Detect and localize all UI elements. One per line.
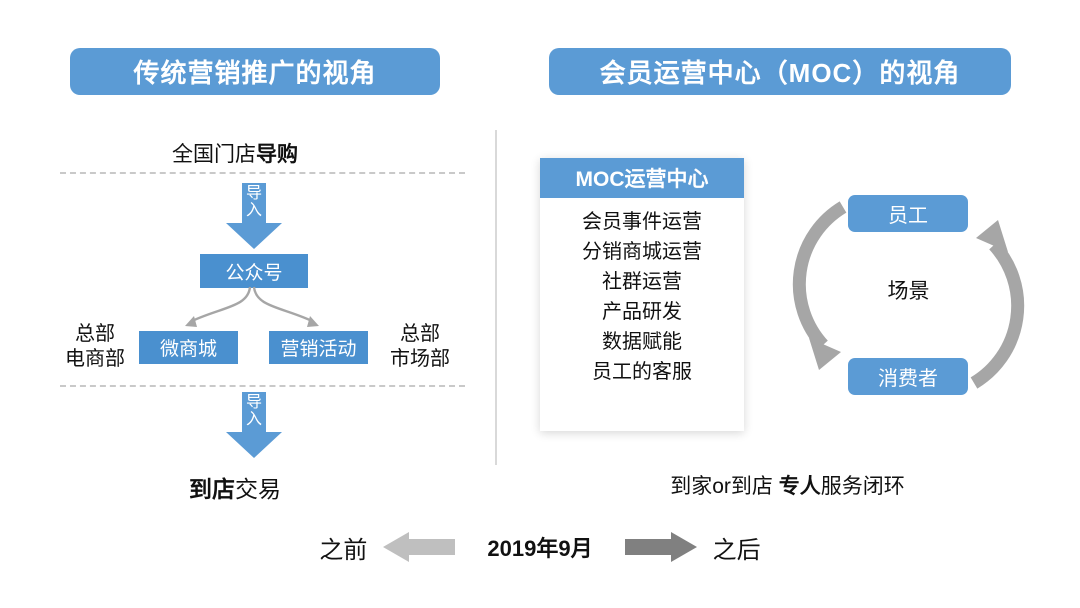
timeline-arrow-right-icon bbox=[624, 532, 697, 562]
cycle-node-staff-label: 员工 bbox=[888, 205, 928, 227]
list-item: 数据赋能 bbox=[602, 331, 682, 353]
list-item: 会员事件运营 bbox=[582, 211, 702, 233]
cycle-node-consumer-label: 消费者 bbox=[878, 368, 938, 390]
moc-card: MOC运营中心 会员事件运营 分销商城运营 社群运营 产品研发 数据赋能 员工的… bbox=[540, 158, 744, 431]
node-campaign-label: 营销活动 bbox=[280, 339, 357, 360]
timeline-after-label: 之后 bbox=[712, 536, 761, 564]
title-banner-right-text: 会员运营中心（MOC）的视角 bbox=[599, 58, 961, 88]
store-guide-label: 全国门店导购 bbox=[0, 138, 470, 168]
label-hq-ecommerce-line2: 电商部 bbox=[65, 348, 125, 370]
node-weimall[interactable]: 微商城 bbox=[139, 331, 238, 364]
node-campaign[interactable]: 营销活动 bbox=[269, 331, 368, 364]
list-item: 社群运营 bbox=[602, 271, 682, 293]
label-hq-marketing-dept: 总部 市场部 bbox=[375, 322, 465, 372]
import-arrow-bottom-label: 导 入 bbox=[226, 394, 282, 428]
store-deal-bold: 到店 bbox=[189, 476, 235, 502]
title-banner-left: 传统营销推广的视角 bbox=[70, 48, 440, 95]
import-arrow-top-char1: 导 bbox=[245, 185, 262, 202]
import-arrow-top-label: 导 入 bbox=[226, 185, 282, 219]
node-official-account[interactable]: 公众号 bbox=[200, 254, 308, 288]
arrow-head-icon bbox=[226, 432, 282, 458]
moc-card-header: MOC运营中心 bbox=[540, 158, 744, 198]
cycle-arrows bbox=[792, 201, 1025, 389]
store-deal-label: 到店交易 bbox=[0, 470, 470, 504]
timeline-arrow-right-head bbox=[670, 532, 697, 562]
list-item: 员工的客服 bbox=[592, 361, 692, 383]
cycle-center-label: 场景 bbox=[887, 280, 930, 303]
import-arrow-bottom-char1: 导 bbox=[245, 394, 262, 411]
arrow-shaft bbox=[242, 183, 266, 225]
timeline-date-label: 2019年9月 bbox=[487, 536, 593, 561]
cycle-node-staff[interactable]: 员工 bbox=[848, 195, 968, 232]
timeline: 之前 2019年9月 之后 bbox=[275, 524, 805, 570]
store-guide-prefix: 全国门店 bbox=[172, 143, 256, 166]
arrow-head-icon bbox=[226, 223, 282, 249]
timeline-arrow-left-head bbox=[383, 532, 410, 562]
cycle-node-consumer[interactable]: 消费者 bbox=[848, 358, 968, 395]
cycle-diagram: 员工 消费者 场景 bbox=[791, 180, 1026, 410]
list-item: 产品研发 bbox=[602, 301, 682, 323]
moc-card-list: 会员事件运营 分销商城运营 社群运营 产品研发 数据赋能 员工的客服 bbox=[540, 198, 744, 387]
service-loop-bold: 专人 bbox=[778, 475, 821, 498]
moc-card-header-label: MOC运营中心 bbox=[575, 168, 709, 191]
timeline-before-label: 之前 bbox=[319, 536, 368, 564]
branch-connectors bbox=[185, 286, 319, 327]
service-loop-label: 到家or到店 专人服务闭环 bbox=[555, 470, 1020, 500]
title-banner-right: 会员运营中心（MOC）的视角 bbox=[549, 48, 1011, 95]
timeline-arrow-right-shaft bbox=[624, 539, 672, 555]
title-banner-left-text: 传统营销推广的视角 bbox=[133, 58, 377, 88]
node-weimall-label: 微商城 bbox=[159, 339, 217, 360]
store-deal-suffix: 交易 bbox=[235, 476, 281, 502]
timeline-arrow-left-shaft bbox=[408, 539, 456, 555]
import-arrow-bottom-char2: 入 bbox=[245, 411, 262, 428]
label-hq-marketing-line1: 总部 bbox=[400, 323, 440, 345]
timeline-arrow-left-icon bbox=[383, 532, 456, 562]
arrow-shaft bbox=[242, 392, 266, 434]
panel-divider bbox=[495, 130, 497, 465]
label-hq-marketing-line2: 市场部 bbox=[390, 348, 450, 370]
left-panel: 全国门店导购 导 入 公众号 微商城 营销活动 总部 bbox=[0, 0, 495, 608]
node-official-account-label: 公众号 bbox=[225, 262, 283, 284]
import-arrow-top-char2: 入 bbox=[245, 202, 262, 219]
dashed-separator-top bbox=[60, 172, 465, 174]
import-arrow-bottom: 导 入 bbox=[226, 392, 282, 458]
list-item: 分销商城运营 bbox=[582, 241, 702, 263]
import-arrow-top: 导 入 bbox=[226, 183, 282, 249]
dashed-separator-bottom bbox=[60, 385, 465, 387]
service-loop-suffix: 服务闭环 bbox=[820, 475, 905, 498]
store-guide-bold: 导购 bbox=[256, 143, 298, 166]
right-panel: MOC运营中心 会员事件运营 分销商城运营 社群运营 产品研发 数据赋能 员工的… bbox=[495, 0, 1080, 608]
service-loop-prefix: 到家or到店 bbox=[670, 475, 779, 498]
label-hq-ecommerce-line1: 总部 bbox=[75, 323, 115, 345]
label-hq-ecommerce-dept: 总部 电商部 bbox=[50, 322, 140, 372]
